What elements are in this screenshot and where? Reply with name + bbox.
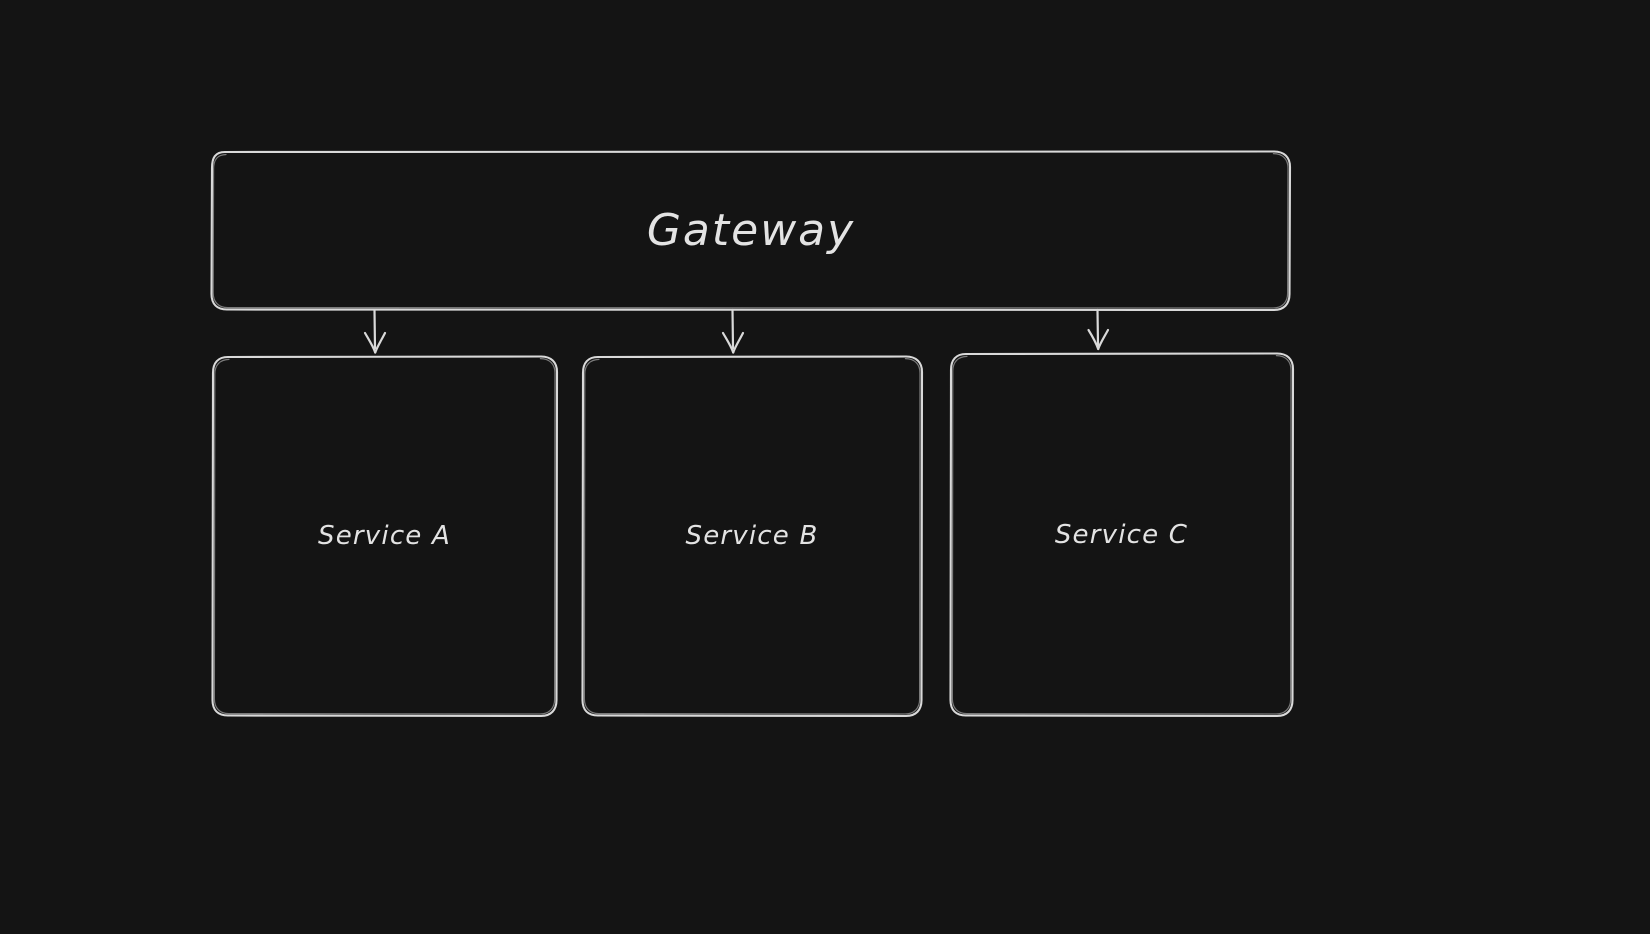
edge-gateway-service-a[interactable] [363,308,387,354]
edge-gateway-service-c[interactable] [1087,308,1110,351]
node-gateway[interactable] [211,151,1291,310]
node-service-b[interactable] [582,356,922,716]
node-service-c[interactable] [950,353,1293,716]
node-label-service-a: Service A [318,521,451,551]
edge-gateway-service-b[interactable] [721,308,745,354]
node-label-service-b: Service B [685,521,819,551]
node-service-a[interactable] [212,356,557,716]
node-label-service-c: Service C [1054,519,1189,550]
node-label-gateway: Gateway [646,205,856,256]
